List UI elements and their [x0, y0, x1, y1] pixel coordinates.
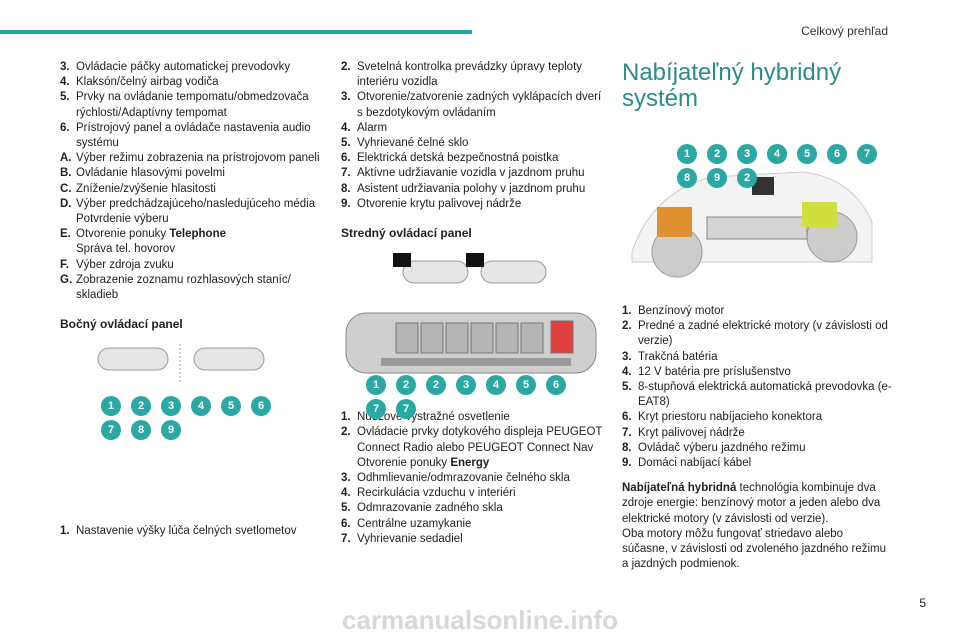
callout-badge: 9 — [707, 168, 727, 188]
list-item: 5.8-stupňová elektrická automatická prev… — [622, 381, 892, 409]
callout-badge: 3 — [456, 375, 476, 396]
list-item: 3.Odhmlievanie/odmrazovanie čelného skla — [341, 472, 570, 485]
list-item: 4.Klaksón/čelný airbag vodiča — [60, 76, 219, 89]
list-item: 7.Kryt palivovej nádrže — [622, 426, 745, 439]
column-left: 3.Ovládacie páčky automatickej prevodovk… — [60, 60, 322, 540]
callout-badge: 2 — [737, 168, 757, 188]
callout-badge: 4 — [486, 375, 506, 396]
list-item: 4.12 V batéria pre príslušenstvo — [622, 365, 791, 378]
header-accent-bar — [0, 30, 472, 34]
list-item: F.Výber zdroja zvuku — [60, 258, 174, 271]
callout-badge: 7 — [396, 399, 416, 420]
page-number: 5 — [919, 596, 926, 610]
list-item: 3.Otvorenie/zatvorenie zadných vyklápací… — [341, 91, 602, 119]
callout-badge: 3 — [737, 144, 757, 164]
list-item: 2.Svetelná kontrolka prevádzky úpravy te… — [341, 61, 583, 89]
list-item: A.Výber režimu zobrazenia na prístrojovo… — [60, 152, 320, 165]
list-item: 7.Aktívne udržiavanie vozidla v jazdnom … — [341, 167, 585, 180]
callout-badge: 7 — [366, 399, 386, 420]
list-item: 5.Prvky na ovládanie tempomatu/obmedzova… — [60, 91, 309, 119]
list-item: C.Zníženie/zvýšenie hlasitosti — [60, 182, 216, 195]
list-item: E.Otvorenie ponuky Telephone — [60, 228, 226, 241]
side-panel-heading: Bočný ovládací panel — [60, 317, 183, 332]
callout-badge: 5 — [221, 396, 241, 417]
callout-badge: 5 — [516, 375, 536, 396]
callout-badge: 3 — [161, 396, 181, 417]
callout-badge: 2 — [426, 375, 446, 396]
watermark: carmanualsonline.info — [342, 605, 618, 635]
list-item: D.Výber predchádzajúceho/nasledujúceho m… — [60, 197, 316, 210]
list-item: 1.Núdzové výstražné osvetlenie — [341, 411, 510, 424]
center-console-illustration — [345, 253, 597, 374]
hybrid-car-illustration — [631, 171, 873, 278]
callout-badge: 2 — [396, 375, 416, 396]
list-item: 3.Trakčná batéria — [622, 350, 718, 363]
hybrid-paragraph-2: Oba motory môžu fungovať striedavo alebo… — [622, 527, 887, 571]
callout-badge: 1 — [677, 144, 697, 164]
list-item: 8.Ovládač výberu jazdného režimu — [622, 441, 806, 454]
callout-badge: 6 — [546, 375, 566, 396]
list-item: 7.Vyhrievanie sedadiel — [341, 532, 463, 545]
hybrid-title: Nabíjateľný hybridný systém — [622, 59, 842, 112]
callout-badge: 5 — [797, 144, 817, 164]
list-item: 1.Benzínový motor — [622, 305, 725, 317]
list-item: 5.Odmrazovanie zadného skla — [341, 502, 503, 515]
list-item: 9.Domáci nabíjací kábel — [622, 457, 752, 470]
list-item: B.Ovládanie hlasovými povelmi — [60, 167, 225, 180]
list-item: 2.Predné a zadné elektrické motory (v zá… — [622, 320, 888, 348]
callout-badge: 1 — [366, 375, 386, 396]
list-item: 6.Centrálne uzamykanie — [341, 517, 472, 530]
list-item: Otvorenie ponuky Energy — [357, 456, 490, 469]
center-panel-heading: Stredný ovládací panel — [341, 226, 472, 241]
list-item: Správa tel. hovorov — [76, 243, 176, 256]
section-title: Celkový prehľad — [801, 24, 888, 38]
callout-badge: 2 — [131, 396, 151, 417]
callout-badge: 4 — [767, 144, 787, 164]
callout-badge: 7 — [101, 420, 121, 441]
list-item: G.Zobrazenie zoznamu rozhlasových staníc… — [60, 273, 291, 302]
callout-badge: 2 — [707, 144, 727, 164]
callout-badge: 9 — [161, 420, 181, 441]
list-item: 6.Prístrojový panel a ovládače nastaveni… — [60, 121, 311, 150]
callout-badge: 1 — [101, 396, 121, 417]
list-item: 6.Elektrická detská bezpečnostná poistka — [341, 152, 559, 165]
list-item: 2.Ovládacie prvky dotykového displeja PE… — [341, 426, 603, 454]
callout-badge: 7 — [857, 144, 877, 164]
list-item: 8.Asistent udržiavania polohy v jazdnom … — [341, 182, 586, 195]
list-item: 4.Alarm — [341, 121, 388, 134]
list-item: 9.Otvorenie krytu palivovej nádrže — [341, 197, 522, 210]
list-item: 4.Recirkulácia vzduchu v interiéri — [341, 487, 516, 500]
list-item: 3.Ovládacie páčky automatickej prevodovk… — [60, 61, 291, 73]
steering-wheel-icon — [97, 344, 265, 385]
list-item: 5.Vyhrievané čelné sklo — [341, 137, 469, 150]
callout-badge: 8 — [131, 420, 151, 441]
list-item: 6.Kryt priestoru nabíjacieho konektora — [622, 411, 823, 424]
hybrid-paragraph-1: Nabíjateľná hybridná technológia kombinu… — [622, 482, 881, 525]
callout-badge: 4 — [191, 396, 211, 417]
callout-badge: 8 — [677, 168, 697, 188]
callout-badge: 6 — [827, 144, 847, 164]
list-item: Potvrdenie výberu — [76, 213, 169, 226]
column-middle: 2.Svetelná kontrolka prevádzky úpravy te… — [341, 60, 603, 547]
callout-badge: 6 — [251, 396, 271, 417]
list-item: 1.Nastavenie výšky lúča čelných svetlome… — [60, 525, 297, 538]
